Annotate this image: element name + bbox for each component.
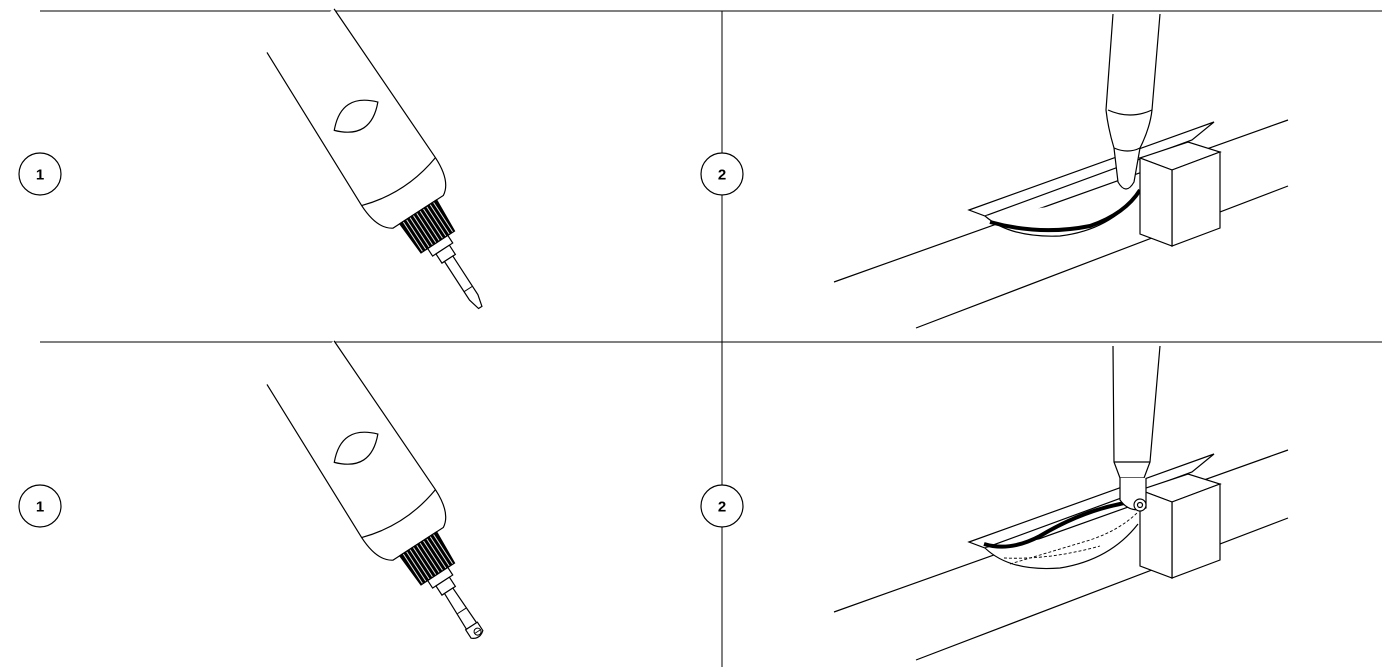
step-number: 2	[718, 499, 726, 516]
step-badge-top-1: 1	[18, 152, 62, 196]
step-badge-bottom-1: 1	[18, 484, 62, 528]
grid-lines	[40, 10, 1382, 667]
step-number: 2	[718, 167, 726, 184]
step-number: 1	[36, 499, 44, 516]
step-number: 1	[36, 167, 44, 184]
soldering-iron-hoof-tip	[263, 338, 487, 642]
soldering-scene-bottom	[833, 345, 1289, 661]
soldering-scene-top	[833, 13, 1289, 329]
step-badge-top-2: 2	[700, 152, 744, 196]
step-badge-bottom-2: 2	[700, 484, 744, 528]
soldering-iron-chisel-tip	[263, 6, 487, 311]
